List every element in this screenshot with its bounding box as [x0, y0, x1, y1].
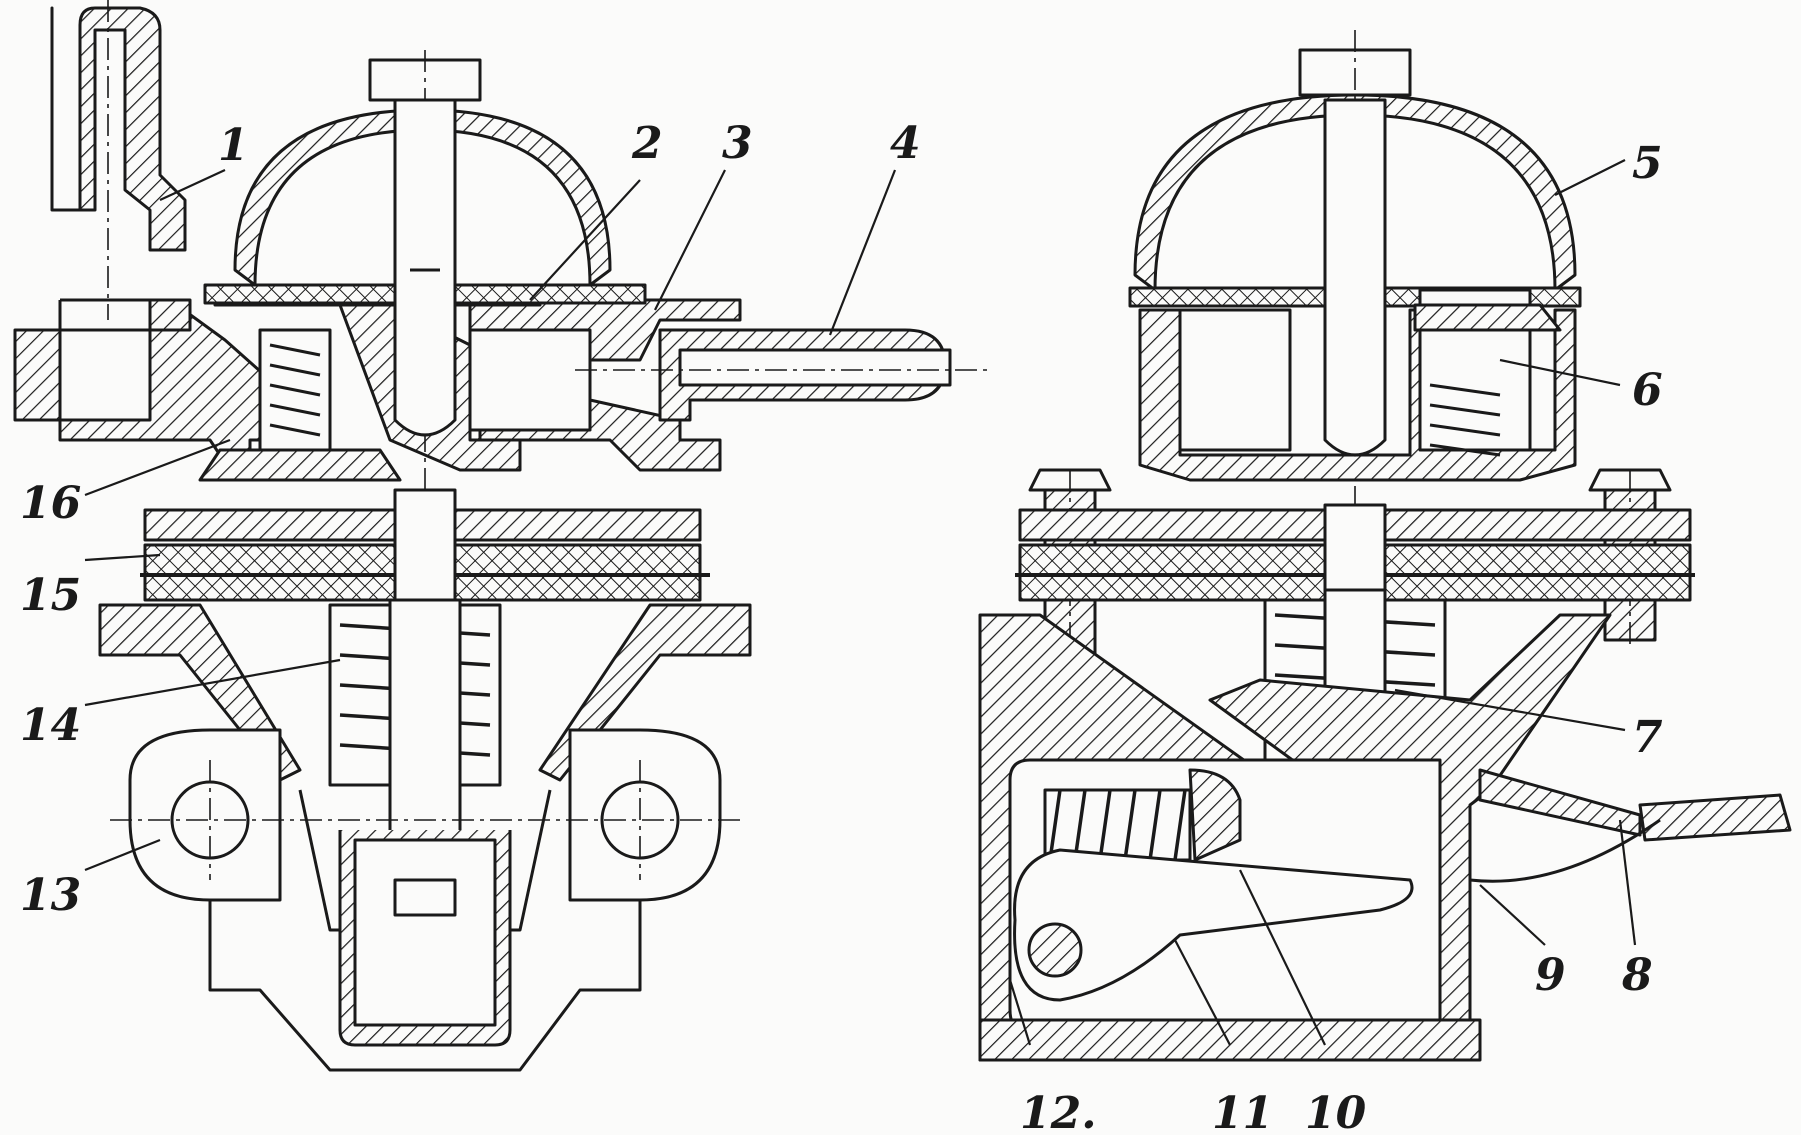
upper-body [13, 288, 742, 472]
outlet-valve [1413, 288, 1562, 457]
callout-15: 15 [20, 570, 81, 621]
callout-3: 3 [722, 118, 753, 169]
hand-priming-lever [1469, 768, 1792, 883]
callout-9: 9 [1535, 950, 1566, 1001]
callout-12: 12. [1020, 1088, 1097, 1135]
base-plate [978, 1018, 1482, 1062]
upper-body-right [1138, 98, 1577, 482]
left-sectional-view [13, 0, 990, 1072]
diaphragm-stack [140, 488, 710, 622]
inlet-valve-spring [198, 328, 402, 482]
callout-1: 1 [218, 120, 249, 171]
callout-labels: 1 2 3 4 5 6 7 8 9 10 11 12. 13 14 15 16 [20, 118, 1663, 1135]
rocker-lever [1013, 848, 1414, 1002]
callout-16: 16 [20, 478, 81, 529]
mounting-flange [110, 728, 740, 902]
callout-2: 2 [631, 118, 663, 169]
right-sectional-view [978, 30, 1792, 1062]
inlet-fitting [50, 0, 187, 320]
callout-8: 8 [1621, 950, 1653, 1001]
callout-4: 4 [890, 118, 921, 169]
outlet-fitting [575, 328, 990, 422]
callout-13: 13 [20, 870, 81, 921]
pushrod-cup [208, 830, 642, 1072]
callout-11: 11 [1212, 1088, 1273, 1135]
leader-lines [84, 159, 1637, 1046]
lever-return-spring [1043, 768, 1242, 862]
callout-10: 10 [1305, 1088, 1367, 1135]
callout-14: 14 [20, 700, 81, 751]
callout-6: 6 [1632, 365, 1663, 416]
callout-5: 5 [1632, 138, 1663, 189]
callout-7: 7 [1632, 712, 1663, 763]
